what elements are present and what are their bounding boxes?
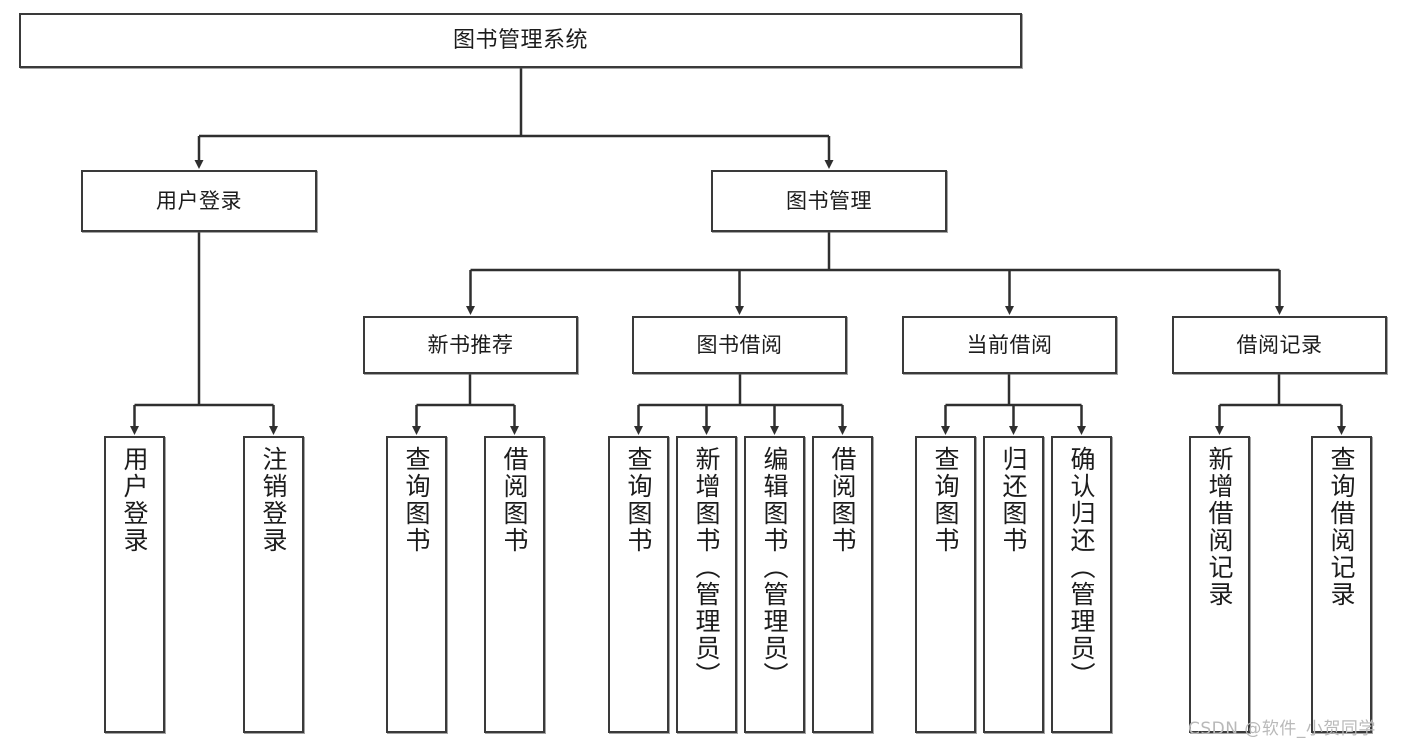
node-label: 查询借阅记录 [1327,446,1356,608]
node-leaf-records-add[interactable]: 新增借阅记录 [1189,436,1250,733]
node-borrow[interactable]: 图书借阅 [632,316,847,374]
node-label: 查询图书 [931,446,960,554]
node-leaf-user-logout[interactable]: 注销登录 [243,436,304,733]
node-label: 新增借阅记录 [1205,446,1234,608]
node-label: 归还图书 [999,446,1028,554]
node-label: 当前借阅 [966,332,1053,357]
node-label: 借阅记录 [1236,332,1323,357]
node-leaf-borrow-add[interactable]: 新增图书（管理员） [676,436,737,733]
node-label: 新增图书（管理员） [692,446,721,689]
node-label: 用户登录 [120,446,149,554]
node-records[interactable]: 借阅记录 [1172,316,1387,374]
node-label: 借阅图书 [500,446,529,554]
node-label: 图书借阅 [696,332,783,357]
node-label: 查询图书 [402,446,431,554]
node-bookmgmt[interactable]: 图书管理 [711,170,947,232]
node-newbook[interactable]: 新书推荐 [363,316,578,374]
node-leaf-newbook-borrow[interactable]: 借阅图书 [484,436,545,733]
node-label: 图书管理 [786,188,872,213]
node-leaf-current-query[interactable]: 查询图书 [915,436,976,733]
node-leaf-current-confirm[interactable]: 确认归还（管理员） [1051,436,1112,733]
node-leaf-borrow-borrow[interactable]: 借阅图书 [812,436,873,733]
node-label: 图书管理系统 [452,27,588,53]
node-current[interactable]: 当前借阅 [902,316,1117,374]
node-login[interactable]: 用户登录 [81,170,317,232]
watermark-label: CSDN @软件_小贺同学 [1188,719,1376,739]
node-leaf-borrow-edit[interactable]: 编辑图书（管理员） [744,436,805,733]
node-label: 新书推荐 [427,332,514,357]
node-label: 借阅图书 [828,446,857,554]
node-leaf-newbook-query[interactable]: 查询图书 [386,436,447,733]
node-label: 确认归还（管理员） [1067,446,1096,689]
node-leaf-borrow-query[interactable]: 查询图书 [608,436,669,733]
node-leaf-records-query[interactable]: 查询借阅记录 [1311,436,1372,733]
node-root[interactable]: 图书管理系统 [19,13,1022,68]
node-leaf-user-login[interactable]: 用户登录 [104,436,165,733]
node-label: 用户登录 [156,188,242,213]
node-leaf-current-return[interactable]: 归还图书 [983,436,1044,733]
node-label: 查询图书 [624,446,653,554]
node-label: 编辑图书（管理员） [760,446,789,689]
node-label: 注销登录 [259,446,288,554]
